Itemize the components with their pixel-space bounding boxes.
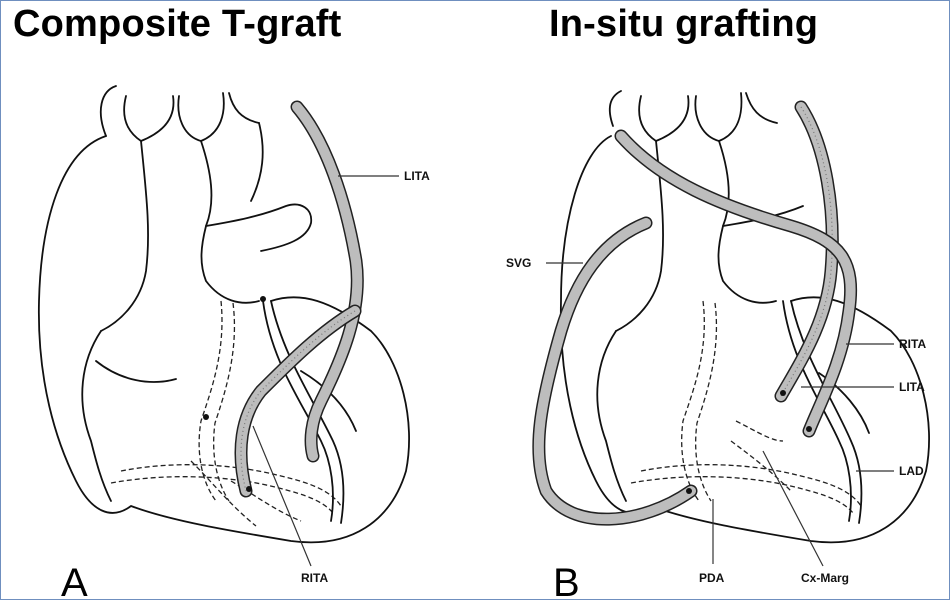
panel-b-letter: B xyxy=(553,563,580,603)
label-svg-b: SVG xyxy=(506,256,531,270)
panel-b-heart xyxy=(539,91,929,566)
label-rita-b: RITA xyxy=(899,337,926,351)
label-cx-marg-b: Cx-Marg xyxy=(801,571,849,585)
panel-a-letter: A xyxy=(61,563,88,603)
label-lita-b: LITA xyxy=(899,380,925,394)
label-rita-a: RITA xyxy=(301,571,328,585)
label-lad-b: LAD xyxy=(899,464,924,478)
label-lita-a: LITA xyxy=(404,169,430,183)
label-pda-b: PDA xyxy=(699,571,724,585)
panel-a-heart xyxy=(39,86,409,566)
